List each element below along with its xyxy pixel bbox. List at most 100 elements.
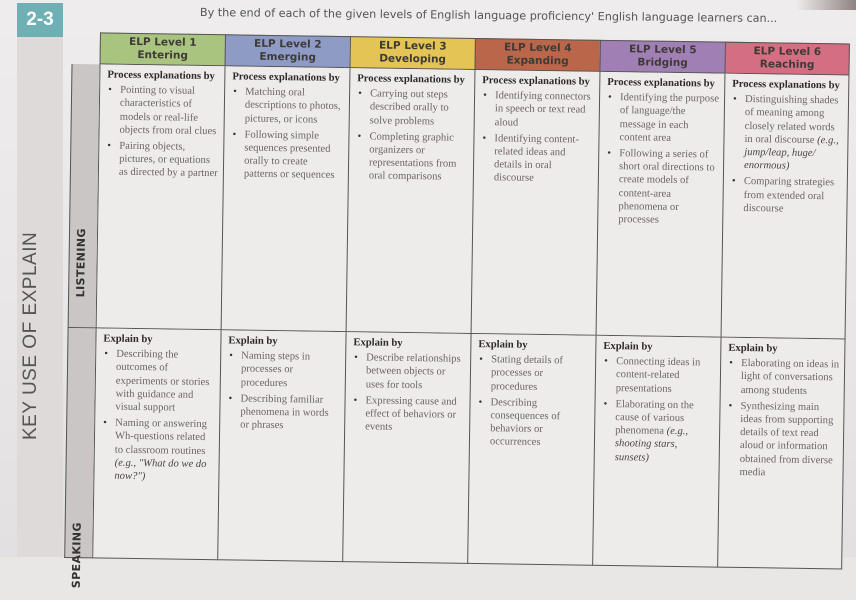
key-use-title: KEY USE OF EXPLAIN (20, 231, 41, 440)
bullet-item: Matching oral descriptions to photos, pi… (232, 86, 345, 127)
bullet-item: Elaborating on the cause of various phen… (602, 398, 715, 466)
level-name: Expanding (506, 54, 569, 68)
bullet-item: Naming or answering Wh-questions related… (101, 417, 214, 485)
side-band (17, 37, 63, 557)
bullet-list: Naming steps in processes or proceduresD… (227, 350, 340, 434)
bullet-text: Elaborating on ideas in light of convers… (740, 358, 840, 397)
level-header-5: ELP Level 5 Bridging (599, 39, 725, 74)
table-cell: Process explanations by Matching oral des… (220, 66, 350, 333)
cell-lead: Explain by (103, 333, 153, 346)
table-cell: Explain by Describe relationships between… (342, 332, 471, 564)
bullet-list: Identifying connectors in speech or text… (481, 89, 594, 186)
elp-table: ELP Level 1 Entering ELP Level 2 Emergin… (64, 32, 850, 588)
bullet-item: Identifying the purpose of language/the … (606, 91, 719, 145)
bullet-item: Comparing strategies from extended oral … (730, 175, 842, 216)
bullet-text: Pointing to visual characteristics of mo… (119, 84, 217, 137)
bullet-item: Completing graphic organizers or represe… (356, 130, 469, 184)
bullet-item: Connecting ideas in content-related pres… (603, 355, 716, 396)
cell-lead: Explain by (728, 342, 778, 355)
cell-lead: Process explanations by (482, 75, 590, 88)
level-header-4: ELP Level 4 Expanding (474, 37, 600, 72)
level-name: Developing (379, 52, 447, 66)
table-cell: Process explanations byIdentifying the p… (595, 71, 725, 338)
bullet-item: Pairing objects, pictures, or equations … (106, 140, 219, 181)
bullet-item: Expressing cause and effect of behaviors… (352, 394, 465, 435)
bullet-text: Identifying connectors in speech or text… (494, 90, 591, 129)
page-corner-shadow (796, 0, 856, 10)
bullet-text: Carrying out steps described orally to s… (369, 88, 449, 127)
table-row-speaking: SPEAKING Explain by Describing the outcome… (64, 327, 846, 588)
level-header-6: ELP Level 6 Reaching (724, 41, 850, 76)
bullet-text: Identifying content-related ideas and de… (493, 133, 579, 185)
bullet-text: Following simple sequences presented ora… (243, 129, 335, 182)
bullet-text: Comparing strategies from extended oral … (743, 176, 835, 215)
level-name: Emerging (259, 50, 317, 64)
table-cell: Explain by Describing the outcomes of exp… (92, 328, 221, 561)
bullet-text: Describing consequences of behaviors or … (489, 397, 561, 449)
cell-lead: Process explanations by (107, 69, 215, 83)
section-badge: 2-3 (17, 3, 63, 37)
bullet-item: Naming steps in processes or procedures (228, 350, 341, 391)
bullet-item: Identifying content-related ideas and de… (481, 132, 594, 186)
table-cell: Explain by Stating details of processes o… (467, 333, 596, 566)
bullet-text: Stating details of processes or procedur… (490, 354, 564, 393)
document-page: 2-3 KEY USE OF EXPLAIN By the end of eac… (0, 0, 856, 557)
bullet-list: Matching oral descriptions to photos, pi… (231, 86, 344, 183)
bullet-item: Following simple sequences presented ora… (231, 128, 344, 182)
cell-lead: Process explanations by (607, 76, 715, 90)
bullet-text: Naming or answering Wh-questions related… (114, 417, 208, 457)
bullet-item: Describe relationships between objects o… (353, 351, 466, 392)
bullet-text: Describing the outcomes of experiments o… (115, 348, 210, 414)
level-header-1: ELP Level 1 Entering (99, 32, 225, 67)
level-name: Bridging (637, 56, 688, 70)
row-label: SPEAKING (64, 327, 96, 588)
bullet-item: Elaborating on ideas in light of convers… (728, 357, 840, 398)
bullet-list: Carrying out steps described orally to s… (356, 87, 469, 184)
bullet-item: Describing the outcomes of experiments o… (102, 348, 215, 416)
level-header-3: ELP Level 3 Developing (349, 36, 475, 70)
row-label: LISTENING (67, 63, 100, 329)
level-title: ELP Level 1 (128, 35, 197, 49)
bullet-text: Naming steps in processes or procedures (240, 350, 311, 389)
bullet-item: Stating details of processes or procedur… (478, 353, 591, 394)
table-cell: Explain by Connecting ideas in content-re… (592, 335, 721, 568)
level-name: Entering (137, 48, 189, 62)
cell-lead: Explain by (603, 340, 653, 353)
bullet-item: Distinguishing shades of meaning among c… (731, 93, 843, 174)
cell-lead: Explain by (353, 337, 403, 349)
level-title: ELP Level 2 (253, 37, 322, 51)
level-header-2: ELP Level 2 Emerging (224, 34, 350, 69)
bullet-text: Synthesizing main ideas from supporting … (739, 400, 834, 479)
row-label-text: SPEAKING (69, 522, 84, 589)
bullet-text: Describing familiar phenomena in words o… (240, 393, 329, 432)
bullet-example: (e.g., "What do we do now?") (114, 457, 207, 483)
level-title: ELP Level 4 (503, 41, 572, 55)
bullet-list: Distinguishing shades of meaning among c… (730, 93, 843, 216)
cell-lead: Process explanations by (232, 71, 340, 84)
bullet-text: Pairing objects, pictures, or equations … (118, 140, 218, 180)
intro-text: By the end of each of the given levels o… (199, 6, 778, 26)
bullet-text: Matching oral descriptions to photos, pi… (244, 86, 341, 126)
bullet-item: Pointing to visual characteristics of mo… (106, 84, 219, 138)
bullet-text: Describe relationships between objects o… (365, 352, 461, 391)
bullet-item: Carrying out steps described orally to s… (357, 87, 470, 128)
bullet-item: Describing consequences of behaviors or … (477, 396, 590, 450)
bullet-list: Elaborating on ideas in light of convers… (726, 357, 839, 480)
table-cell: Process explanations by Identifying conne… (470, 69, 600, 336)
bullet-list: Describe relationships between objects o… (352, 351, 465, 435)
cell-lead: Process explanations by (732, 78, 840, 92)
table-cell: Process explanations byPointing to visua… (95, 64, 225, 331)
bullet-item: Following a series of short oral directi… (605, 147, 718, 228)
cell-lead: Process explanations by (357, 73, 465, 86)
table-cell: Explain byNaming steps in processes or p… (217, 330, 346, 563)
level-name: Reaching (759, 58, 815, 72)
level-title: ELP Level 5 (628, 43, 697, 57)
cell-lead: Explain by (478, 339, 528, 351)
bullet-list: Stating details of processes or procedur… (477, 353, 590, 450)
bullet-list: Pointing to visual characteristics of mo… (106, 84, 219, 181)
bullet-list: Identifying the purpose of language/the … (605, 91, 719, 228)
row-label-text: LISTENING (74, 228, 89, 298)
bullet-list: Connecting ideas in content-related pres… (602, 355, 716, 465)
